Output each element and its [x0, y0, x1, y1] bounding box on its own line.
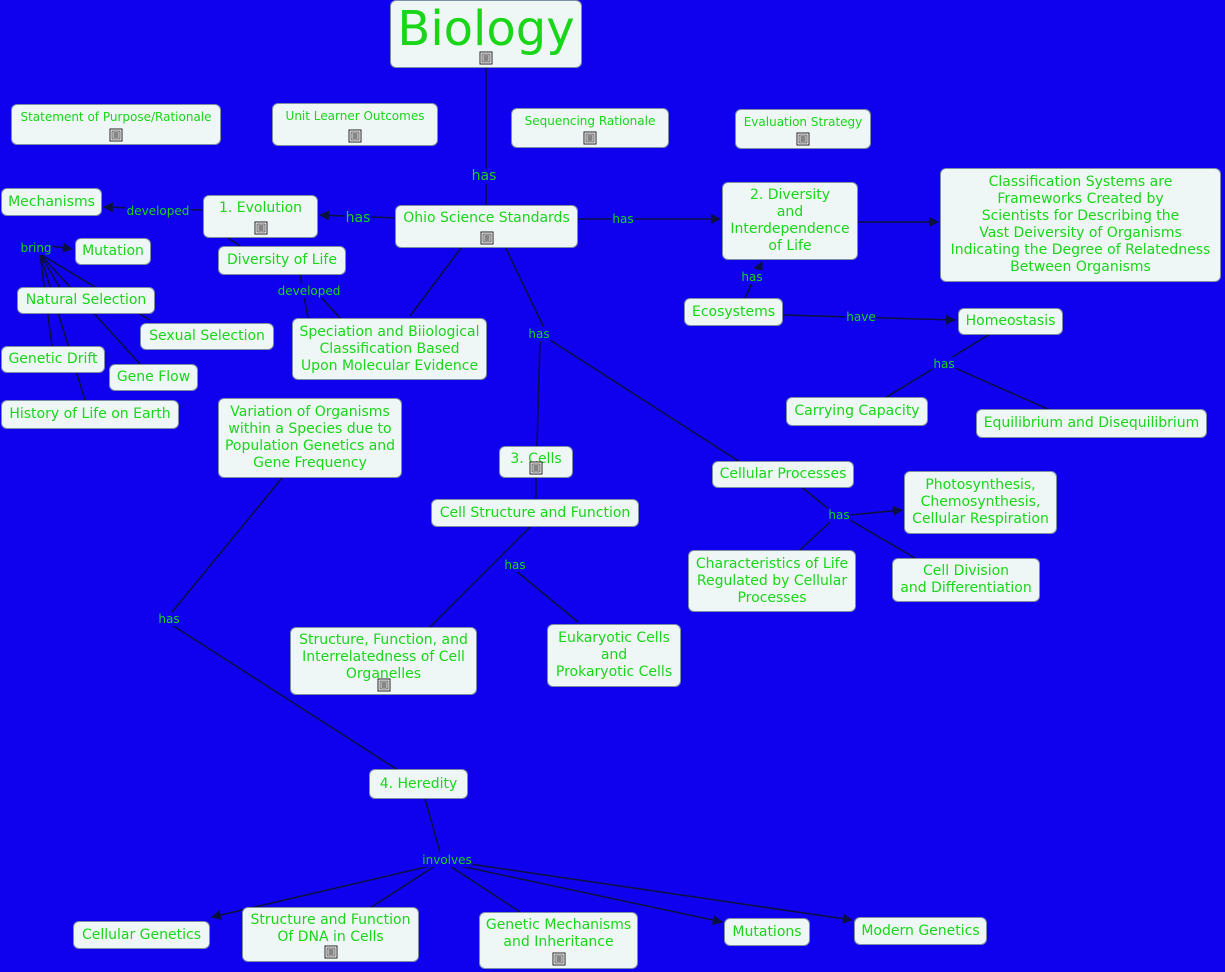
concept-gene-flow[interactable]: Gene Flow — [109, 364, 198, 391]
concept-label: Photosynthesis, Chemosynthesis, Cellular… — [912, 477, 1049, 527]
concept-mutations[interactable]: Mutations — [724, 918, 810, 946]
concept-label: Evaluation Strategy — [743, 115, 863, 129]
concept-label: Carrying Capacity — [794, 403, 920, 419]
link-label-has: has — [827, 508, 851, 522]
link-label-has: has — [503, 558, 527, 572]
concept-carrying-capacity[interactable]: Carrying Capacity — [786, 397, 928, 426]
document-icon[interactable] — [324, 945, 338, 959]
concept-label: Gene Flow — [116, 369, 191, 385]
concept-genetic-drift[interactable]: Genetic Drift — [1, 346, 105, 373]
concept-unit-learner-outcomes[interactable]: Unit Learner Outcomes — [272, 103, 438, 146]
concept-evolution[interactable]: 1. Evolution — [203, 195, 318, 238]
link-label-involves: involves — [421, 853, 473, 867]
concept-label: Eukaryotic Cells and Prokaryotic Cells — [555, 630, 673, 680]
concept-label: Equilibrium and Disequilibrium — [983, 415, 1200, 431]
concept-sequencing-rationale[interactable]: Sequencing Rationale — [511, 108, 669, 148]
document-icon[interactable] — [377, 678, 391, 692]
link-label-has: has — [611, 212, 635, 226]
concept-genetic-mechanisms[interactable]: Genetic Mechanisms and Inheritance — [479, 912, 638, 969]
concept-label: Classification Systems are Frameworks Cr… — [950, 174, 1211, 275]
concept-equilibrium[interactable]: Equilibrium and Disequilibrium — [976, 409, 1207, 438]
document-icon[interactable] — [254, 221, 268, 235]
concept-sexual-selection[interactable]: Sexual Selection — [140, 323, 274, 350]
concept-label: Homeostasis — [965, 313, 1056, 329]
concept-label: 2. Diversity and Interdependence of Life — [730, 187, 850, 254]
link-label-has: has — [527, 327, 551, 341]
concept-label: Unit Learner Outcomes — [285, 109, 425, 123]
concept-label: Biology — [397, 1, 575, 57]
concept-label: 1. Evolution — [218, 200, 303, 216]
concept-heredity[interactable]: 4. Heredity — [369, 769, 468, 799]
concept-biology[interactable]: Biology — [390, 0, 582, 68]
concept-label: Variation of Organisms within a Species … — [224, 404, 396, 471]
concept-label: Mutation — [82, 243, 144, 259]
concept-modern-genetics[interactable]: Modern Genetics — [854, 917, 987, 945]
concept-homeostasis[interactable]: Homeostasis — [958, 308, 1063, 335]
concept-ohio-science-standards[interactable]: Ohio Science Standards — [395, 205, 578, 248]
concept-label: Characteristics of Life Regulated by Cel… — [695, 555, 849, 606]
document-icon[interactable] — [348, 129, 362, 143]
concept-ecosystems[interactable]: Ecosystems — [684, 298, 783, 326]
concept-diversity-interdependence[interactable]: 2. Diversity and Interdependence of Life — [722, 182, 858, 260]
concept-label: Ohio Science Standards — [403, 210, 570, 226]
concept-label: Diversity of Life — [227, 252, 337, 268]
concept-cells[interactable]: 3. Cells — [499, 446, 573, 478]
link-label-has: has — [344, 210, 372, 226]
concept-cell-division[interactable]: Cell Division and Differentiation — [892, 558, 1040, 602]
concept-label: Speciation and Biiological Classificatio… — [299, 323, 480, 374]
concept-label: Sexual Selection — [149, 328, 265, 344]
link-label-have: have — [845, 310, 877, 324]
concept-label: Modern Genetics — [861, 922, 980, 939]
concept-label: Mechanisms — [8, 193, 95, 210]
concept-label: Cell Division and Differentiation — [900, 563, 1032, 596]
concept-variation-of-organisms[interactable]: Variation of Organisms within a Species … — [218, 398, 402, 478]
concept-history-of-life[interactable]: History of Life on Earth — [1, 400, 179, 429]
concept-photosynthesis[interactable]: Photosynthesis, Chemosynthesis, Cellular… — [904, 471, 1057, 534]
document-icon[interactable] — [480, 231, 494, 245]
concept-cellular-processes[interactable]: Cellular Processes — [712, 461, 854, 488]
concept-eukaryotic-prokaryotic[interactable]: Eukaryotic Cells and Prokaryotic Cells — [547, 624, 681, 687]
link-label-developed: developed — [276, 284, 342, 298]
concept-label: Structure, Function, and Interrelatednes… — [299, 632, 468, 682]
document-icon[interactable] — [583, 131, 597, 145]
concept-mutation[interactable]: Mutation — [75, 238, 151, 265]
concept-label: Cellular Genetics — [81, 926, 202, 943]
link-label-has: has — [740, 270, 764, 284]
concept-evaluation-strategy[interactable]: Evaluation Strategy — [735, 109, 871, 149]
concept-label: Genetic Mechanisms and Inheritance — [485, 917, 632, 950]
concept-statement-of-purpose[interactable]: Statement of Purpose/Rationale — [11, 104, 221, 145]
concept-dna-structure[interactable]: Structure and Function Of DNA in Cells — [242, 907, 419, 962]
concept-cellular-genetics[interactable]: Cellular Genetics — [73, 921, 210, 949]
document-icon[interactable] — [109, 128, 123, 142]
concept-label: Statement of Purpose/Rationale — [20, 110, 212, 124]
concept-label: Cellular Processes — [719, 466, 847, 482]
link-label-has: has — [157, 612, 181, 626]
concept-characteristics-of-life[interactable]: Characteristics of Life Regulated by Cel… — [688, 550, 856, 612]
link-label-has: has — [932, 357, 956, 371]
concept-mechanisms[interactable]: Mechanisms — [1, 188, 102, 216]
concept-label: Ecosystems — [691, 303, 775, 320]
document-icon[interactable] — [796, 132, 810, 146]
document-icon[interactable] — [552, 952, 566, 966]
concept-diversity-of-life[interactable]: Diversity of Life — [218, 246, 346, 275]
concept-classification-systems[interactable]: Classification Systems are Frameworks Cr… — [940, 168, 1221, 282]
document-icon[interactable] — [479, 51, 493, 65]
concept-label: Structure and Function Of DNA in Cells — [250, 912, 411, 945]
link-label-bring: bring — [19, 241, 53, 255]
concept-label: 4. Heredity — [379, 775, 458, 792]
concept-label: Sequencing Rationale — [524, 114, 656, 128]
concept-label: History of Life on Earth — [9, 406, 171, 422]
concept-label: Natural Selection — [25, 292, 147, 308]
link-label-developed: developed — [125, 204, 191, 218]
concept-cell-organelles[interactable]: Structure, Function, and Interrelatednes… — [290, 627, 477, 695]
concept-natural-selection[interactable]: Natural Selection — [17, 287, 155, 314]
link-label-has: has — [470, 168, 498, 184]
concept-label: Cell Structure and Function — [439, 504, 631, 521]
concept-label: Genetic Drift — [8, 351, 98, 367]
concept-label: Mutations — [732, 923, 802, 940]
concept-cell-structure-function[interactable]: Cell Structure and Function — [431, 499, 639, 527]
concept-speciation[interactable]: Speciation and Biiological Classificatio… — [292, 318, 487, 380]
document-icon[interactable] — [529, 461, 543, 475]
